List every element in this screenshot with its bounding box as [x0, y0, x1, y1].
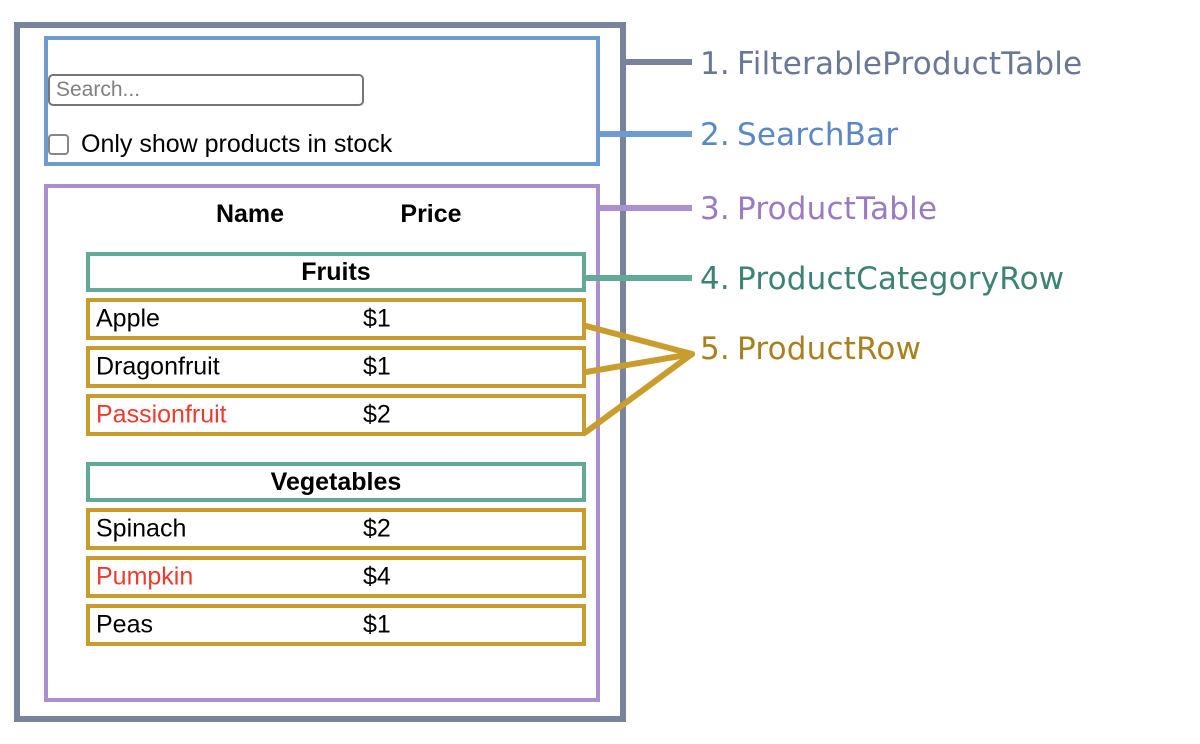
product-row[interactable]: Pumpkin $4	[86, 556, 586, 598]
leader-line-filterable-product-table	[620, 59, 692, 65]
in-stock-filter-row[interactable]: Only show products in stock	[48, 129, 392, 159]
legend-item-product-row: 5.ProductRow	[700, 331, 921, 367]
search-input[interactable]	[48, 74, 364, 106]
product-price: $1	[363, 610, 391, 639]
leader-lines-product-row	[583, 323, 695, 435]
legend-label: ProductRow	[736, 331, 922, 367]
product-row[interactable]: Apple $1	[86, 298, 586, 340]
product-name: Spinach	[96, 514, 187, 543]
legend-label: ProductTable	[736, 191, 938, 227]
legend-item-product-table: 3.ProductTable	[700, 191, 937, 227]
product-name: Peas	[96, 610, 153, 639]
legend-label: SearchBar	[736, 117, 899, 153]
product-price: $2	[363, 400, 391, 429]
legend-item-search-bar: 2.SearchBar	[700, 117, 898, 153]
product-name: Passionfruit	[96, 400, 227, 429]
legend-number: 1.	[700, 46, 730, 82]
product-row[interactable]: Peas $1	[86, 604, 586, 646]
leader-line-product-table	[596, 205, 692, 211]
product-row[interactable]: Passionfruit $2	[86, 394, 586, 436]
product-name: Dragonfruit	[96, 352, 220, 381]
in-stock-checkbox-label: Only show products in stock	[81, 129, 393, 158]
leader-line-search-bar	[596, 131, 692, 137]
column-header-price: Price	[400, 200, 462, 228]
legend-number: 4.	[700, 261, 730, 297]
legend-item-filterable-product-table: 1.FilterableProductTable	[700, 46, 1082, 82]
product-row[interactable]: Spinach $2	[86, 508, 586, 550]
legend-item-product-category-row: 4.ProductCategoryRow	[700, 261, 1064, 297]
product-category-row: Fruits	[86, 252, 586, 292]
legend-label: ProductCategoryRow	[736, 261, 1065, 297]
legend-label: FilterableProductTable	[736, 46, 1083, 82]
product-name: Pumpkin	[96, 562, 194, 591]
in-stock-checkbox[interactable]	[48, 133, 69, 155]
leader-line-product-category-row	[582, 275, 692, 281]
product-category-row: Vegetables	[86, 462, 586, 502]
legend-number: 5.	[700, 331, 730, 367]
product-name: Apple	[96, 304, 160, 333]
product-table-header: Name Price	[86, 200, 586, 240]
group-spacer	[86, 442, 586, 462]
product-price: $4	[363, 562, 391, 591]
product-rows-container: Fruits Apple $1 Dragonfruit $1 Passionfr…	[86, 252, 586, 652]
product-price: $1	[363, 352, 391, 381]
column-header-name: Name	[215, 200, 285, 228]
product-price: $2	[363, 514, 391, 543]
legend-number: 2.	[700, 117, 730, 153]
product-price: $1	[363, 304, 391, 333]
legend-number: 3.	[700, 191, 730, 227]
product-row[interactable]: Dragonfruit $1	[86, 346, 586, 388]
